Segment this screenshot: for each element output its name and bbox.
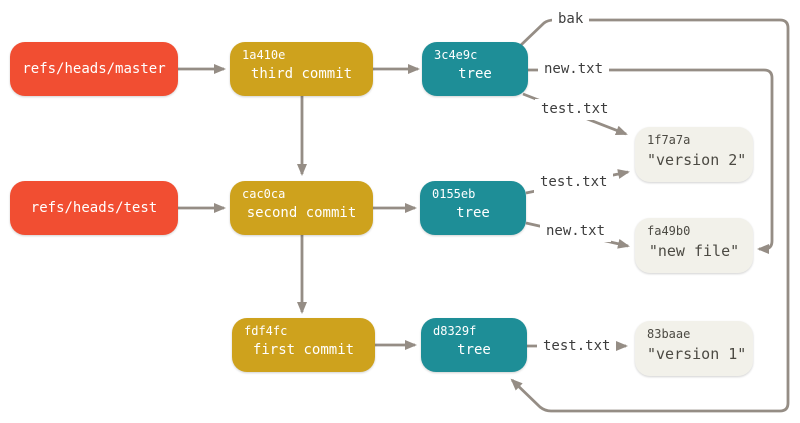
commit-third-hash: 1a410e (242, 48, 286, 62)
tree-box-first: d8329f tree (421, 318, 527, 372)
blob-newfile-hash: fa49b0 (647, 224, 691, 238)
ref-box-test: refs/heads/test (10, 181, 178, 235)
edge-tree3-bak-to-tree1 (510, 18, 790, 413)
commit-second-hash: cac0ca (242, 187, 286, 201)
blob-box-version2: 1f7a7a "version 2" (635, 127, 753, 182)
tree-third-hash: 3c4e9c (434, 48, 478, 62)
edge-label-new-txt-mid: new.txt (540, 221, 612, 242)
edge-tree3-new-txt-to-newfile (528, 68, 774, 254)
ref-master-label: refs/heads/master (22, 61, 166, 78)
commit-first-label: first commit (252, 342, 355, 359)
blob-newfile-label: "new file" (648, 242, 740, 261)
ref-box-master: refs/heads/master (10, 42, 178, 96)
edge-label-new-txt-top: new.txt (538, 59, 610, 80)
blob-box-version1: 83baae "version 1" (635, 321, 753, 376)
tree-first-hash: d8329f (433, 324, 477, 338)
tree-first-label: tree (457, 342, 491, 359)
commit-box-second: cac0ca second commit (230, 181, 373, 235)
blob-version1-hash: 83baae (647, 327, 691, 341)
blob-version2-hash: 1f7a7a (647, 133, 691, 147)
blob-version2-label: "version 2" (647, 151, 747, 170)
tree-box-second: 0155eb tree (420, 181, 526, 235)
commit-third-label: third commit (250, 66, 353, 83)
edge-label-test-txt-bottom: test.txt (537, 336, 617, 357)
edge-label-test-txt-mid: test.txt (534, 172, 614, 193)
tree-second-label: tree (456, 205, 490, 222)
ref-test-label: refs/heads/test (30, 200, 158, 217)
tree-second-hash: 0155eb (432, 187, 476, 201)
tree-box-third: 3c4e9c tree (422, 42, 528, 96)
commit-box-third: 1a410e third commit (230, 42, 373, 96)
edge-label-test-txt-top: test.txt (535, 99, 615, 120)
commit-first-hash: fdf4fc (244, 324, 288, 338)
blob-version1-label: "version 1" (647, 345, 747, 364)
blob-box-newfile: fa49b0 "new file" (635, 218, 753, 273)
edge-label-bak: bak (552, 9, 590, 30)
commit-box-first: fdf4fc first commit (232, 318, 375, 372)
commit-second-label: second commit (246, 205, 357, 222)
tree-third-label: tree (458, 66, 492, 83)
